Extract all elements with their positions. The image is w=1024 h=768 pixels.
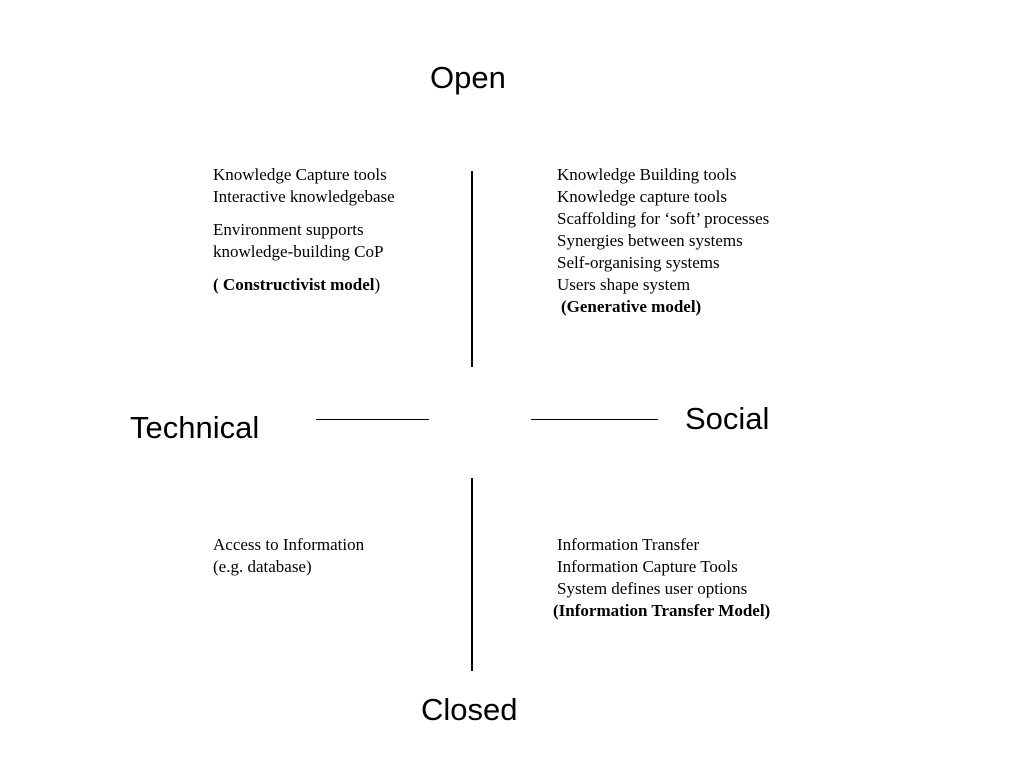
model-open-paren: ( <box>213 275 223 294</box>
quadrant-open-social: Knowledge Building tools Knowledge captu… <box>557 164 769 318</box>
model-close-paren: ) <box>374 275 381 294</box>
horizontal-axis-right <box>531 419 658 420</box>
quadrant-line: Interactive knowledgebase <box>213 187 395 206</box>
vertical-axis-top <box>471 171 473 367</box>
quadrant-open-technical: Knowledge Capture tools Interactive know… <box>213 164 395 296</box>
quadrant-line: System defines user options <box>557 579 748 598</box>
model-name: Constructivist model <box>222 275 375 294</box>
quadrant-line: Knowledge capture tools <box>557 187 727 206</box>
quadrant-line: Access to Information <box>213 535 365 554</box>
axis-label-open: Open <box>430 60 506 95</box>
axis-label-technical: Technical <box>130 410 260 445</box>
quadrant-line: Information Capture Tools <box>557 557 738 576</box>
quadrant-line: Users shape system <box>557 275 691 294</box>
axis-label-closed: Closed <box>421 692 518 727</box>
axis-label-social: Social <box>685 401 770 436</box>
model-label: (Information Transfer Model) <box>553 601 771 620</box>
model-label: ( Constructivist model) <box>213 274 395 296</box>
quadrant-line: knowledge-building CoP <box>213 242 384 261</box>
quadrant-line: Information Transfer <box>557 535 700 554</box>
quadrant-line: Synergies between systems <box>557 231 743 250</box>
horizontal-axis-left <box>316 419 429 420</box>
quadrant-line: Knowledge Building tools <box>557 165 737 184</box>
vertical-axis-bottom <box>471 478 473 671</box>
quadrant-line: Knowledge Capture tools <box>213 165 387 184</box>
quadrant-line: Environment supports <box>213 220 364 239</box>
quadrant-closed-social: Information Transfer Information Capture… <box>553 534 770 622</box>
quadrant-line: Scaffolding for ‘soft’ processes <box>557 209 770 228</box>
model-label: (Generative model) <box>561 297 702 316</box>
quadrant-line: Self-organising systems <box>557 253 720 272</box>
quadrant-line: (e.g. database) <box>213 557 312 576</box>
quadrant-closed-technical: Access to Information (e.g. database) <box>213 534 364 578</box>
